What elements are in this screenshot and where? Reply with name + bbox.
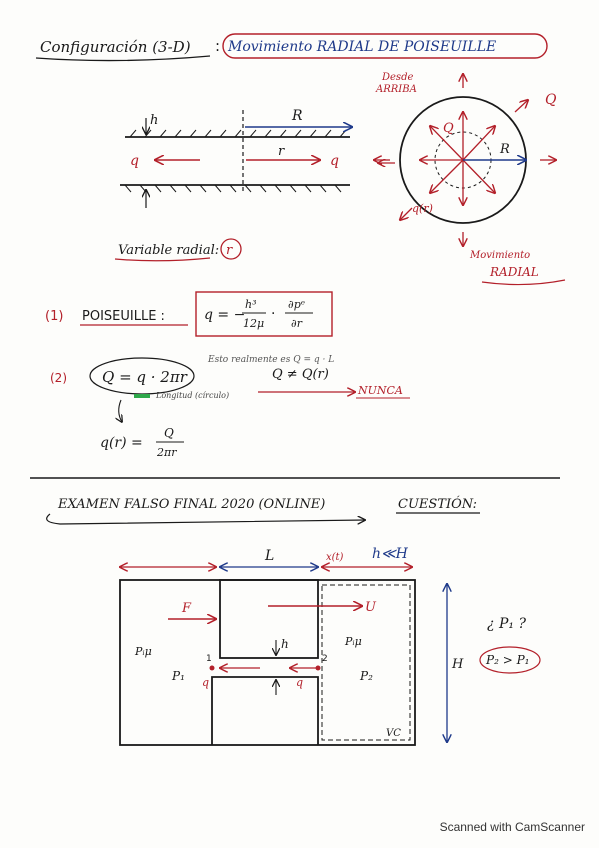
exam-title: EXAMEN FALSO FINAL 2020 (ONLINE)	[57, 497, 325, 512]
label-p-left: Pᵢμ	[134, 645, 152, 658]
circle-label-Q-outside: Q	[545, 92, 557, 108]
label-L: L	[264, 548, 274, 564]
eq3-lhs: q(r) =	[100, 435, 143, 451]
circle-label-Q: Q	[443, 121, 454, 136]
section1-title-colon: :	[215, 37, 220, 55]
variable-circle	[220, 238, 242, 260]
eq3-den: 2πr	[156, 446, 177, 459]
title-left-underline	[35, 55, 211, 62]
label-U: U	[365, 600, 377, 615]
variable-underline	[114, 257, 211, 262]
eq2-text: Q = q · 2πr	[102, 368, 188, 386]
label-q-right: q	[330, 153, 339, 169]
cuestion-label: CUESTIÓN:	[398, 495, 477, 512]
eq1-dp-num: ∂pᵉ	[288, 298, 305, 311]
label-q-left: q	[130, 153, 139, 169]
eq2-never: NUNCA	[357, 384, 403, 397]
eq1-dp-den: ∂r	[291, 317, 303, 330]
label-q1: q	[202, 676, 209, 689]
circle-bottom-note-2: RADIAL	[489, 265, 539, 279]
lower-wall	[211, 676, 319, 745]
label-r: r	[278, 144, 285, 159]
lower-plate-hatch	[124, 184, 342, 193]
label-2: 2	[322, 654, 328, 664]
eq1-dot: ·	[271, 306, 275, 322]
circle-bottom-note-1: Movimiento	[469, 250, 530, 261]
label-q2: q	[296, 676, 303, 689]
label-H: H	[451, 657, 464, 672]
variable-label: Variable radial:	[118, 243, 219, 258]
eq1-box	[195, 291, 333, 337]
exam-title-arrow	[46, 513, 365, 525]
circle-top-note-1: Desde	[381, 72, 413, 83]
question: ¿ P₁ ?	[487, 616, 526, 632]
answer: P₂ > P₁	[485, 653, 529, 667]
point-1	[209, 665, 215, 671]
eq2-note: Esto realmente es Q = q · L	[207, 355, 334, 365]
eq1-lhs: q = −	[204, 307, 245, 323]
label-VC: VC	[386, 728, 401, 739]
section1-title-left: Configuración (3-D)	[40, 38, 191, 56]
label-P1: P₁	[171, 669, 185, 683]
label-xt: x(t)	[326, 552, 344, 563]
label-F: F	[181, 601, 192, 616]
eq2-number: (2)	[50, 371, 67, 385]
radial-arrows	[374, 74, 556, 246]
answer-oval	[479, 646, 541, 674]
circle-top-note-2: ARRIBA	[375, 84, 417, 95]
label-h-gap: h	[281, 637, 289, 651]
upper-plate-hatch	[129, 129, 347, 138]
circle-label-qr: q(r)	[412, 202, 433, 215]
eq2-highlight	[134, 394, 150, 398]
label-1: 1	[206, 654, 212, 664]
label-p-right: Pᵢμ	[344, 635, 362, 648]
circle-label-R: R	[499, 142, 510, 157]
section1-title-right: Movimiento RADIAL DE POISEUILLE	[227, 39, 496, 55]
eq1-frac-den: 12μ	[243, 317, 264, 330]
label-R: R	[291, 108, 303, 124]
eq3-num: Q	[164, 426, 174, 440]
bottom-note-underline	[481, 279, 566, 286]
title-right-frame	[222, 33, 548, 59]
variable-symbol: r	[226, 243, 233, 258]
eq2-sub: Longitud (círculo)	[155, 391, 229, 400]
eq1-name: POISEUILLE :	[82, 309, 165, 324]
label-h: h	[150, 113, 158, 128]
scanner-footer: Scanned with CamScanner	[439, 820, 585, 834]
eq1-frac-num: h³	[245, 298, 257, 311]
point-2	[315, 665, 321, 671]
control-volume	[321, 584, 411, 741]
eq2-neq: Q ≠ Q(r)	[272, 367, 329, 382]
piston-block	[219, 579, 319, 659]
label-P2: P₂	[359, 669, 373, 683]
eq1-number: (1)	[45, 309, 63, 324]
label-hH: h≪H	[372, 546, 409, 562]
eq2-down-arrow	[119, 399, 122, 422]
